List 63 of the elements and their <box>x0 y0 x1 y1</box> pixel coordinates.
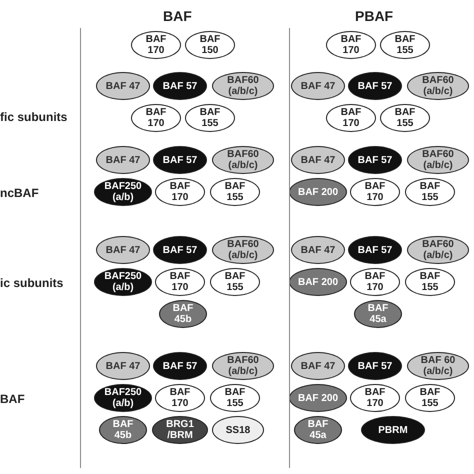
row-label: BAF <box>0 392 25 406</box>
subunit-ellipse: BAF 170 <box>326 31 376 59</box>
subunit-ellipse: BRG1 /BRM <box>152 416 208 444</box>
subunit-ellipse: BAF 47 <box>291 236 345 264</box>
subunit-ellipse: BAF 200 <box>289 384 347 412</box>
subunit-ellipse: BAF250 (a/b) <box>94 384 152 412</box>
subunit-ellipse: BAF 47 <box>96 146 150 174</box>
subunit-ellipse: BAF 57 <box>348 236 402 264</box>
subunit-ellipse: BAF 45a <box>354 300 402 328</box>
subunit-ellipse: BAF250 (a/b) <box>94 268 152 296</box>
subunit-ellipse: BAF60 (a/b/c) <box>212 72 274 100</box>
subunit-ellipse: BAF 170 <box>350 384 400 412</box>
subunit-ellipse: BAF 57 <box>153 72 207 100</box>
subunit-ellipse: BAF 155 <box>185 104 235 132</box>
subunit-ellipse: BAF 60 (a/b/c) <box>407 352 469 380</box>
subunit-ellipse: BAF 155 <box>405 384 455 412</box>
subunit-ellipse: BAF 170 <box>155 384 205 412</box>
subunit-ellipse: BAF 47 <box>291 352 345 380</box>
subunit-ellipse: BAF60 (a/b/c) <box>212 236 274 264</box>
subunit-ellipse: BAF 200 <box>289 178 347 206</box>
subunit-ellipse: BAF60 (a/b/c) <box>212 352 274 380</box>
column-heading: PBAF <box>355 8 394 24</box>
subunit-ellipse: BAF60 (a/b/c) <box>407 236 469 264</box>
subunit-ellipse: BAF60 (a/b/c) <box>407 146 469 174</box>
subunit-ellipse: BAF 57 <box>153 146 207 174</box>
subunit-ellipse: PBRM <box>361 416 425 444</box>
subunit-ellipse: BAF60 (a/b/c) <box>212 146 274 174</box>
subunit-ellipse: BAF 170 <box>155 268 205 296</box>
subunit-ellipse: BAF 170 <box>131 104 181 132</box>
subunit-ellipse: BAF 155 <box>405 268 455 296</box>
subunit-ellipse: BAF 47 <box>96 352 150 380</box>
subunit-ellipse: BAF 57 <box>153 236 207 264</box>
subunit-ellipse: BAF 155 <box>380 31 430 59</box>
subunit-ellipse: BAF 47 <box>291 72 345 100</box>
subunit-ellipse: BAF 57 <box>348 146 402 174</box>
subunit-ellipse: BAF 47 <box>291 146 345 174</box>
subunit-ellipse: BAF 45b <box>99 416 147 444</box>
subunit-ellipse: BAF 45b <box>159 300 207 328</box>
subunit-ellipse: BAF 170 <box>155 178 205 206</box>
subunit-ellipse: BAF 170 <box>350 178 400 206</box>
subunit-ellipse: BAF 57 <box>348 352 402 380</box>
subunit-ellipse: BAF 57 <box>153 352 207 380</box>
subunit-ellipse: BAF 150 <box>185 31 235 59</box>
subunit-ellipse: BAF 155 <box>210 178 260 206</box>
subunit-ellipse: BAF 200 <box>289 268 347 296</box>
column-heading: BAF <box>163 8 192 24</box>
subunit-ellipse: BAF 47 <box>96 72 150 100</box>
subunit-ellipse: BAF60 (a/b/c) <box>407 72 469 100</box>
subunit-ellipse: BAF250 (a/b) <box>94 178 152 206</box>
subunit-ellipse: BAF 155 <box>210 384 260 412</box>
row-label: ncBAF <box>0 186 39 200</box>
subunit-ellipse: BAF 170 <box>131 31 181 59</box>
subunit-ellipse: BAF 45a <box>294 416 342 444</box>
subunit-ellipse: SS18 <box>212 416 264 444</box>
subunit-ellipse: BAF 57 <box>348 72 402 100</box>
subunit-ellipse: BAF 155 <box>210 268 260 296</box>
subunit-ellipse: BAF 47 <box>96 236 150 264</box>
row-label: ic subunits <box>0 276 64 290</box>
subunit-ellipse: BAF 155 <box>380 104 430 132</box>
subunit-ellipse: BAF 155 <box>405 178 455 206</box>
subunit-ellipse: BAF 170 <box>326 104 376 132</box>
subunit-ellipse: BAF 170 <box>350 268 400 296</box>
row-label: fic subunits <box>0 110 68 124</box>
